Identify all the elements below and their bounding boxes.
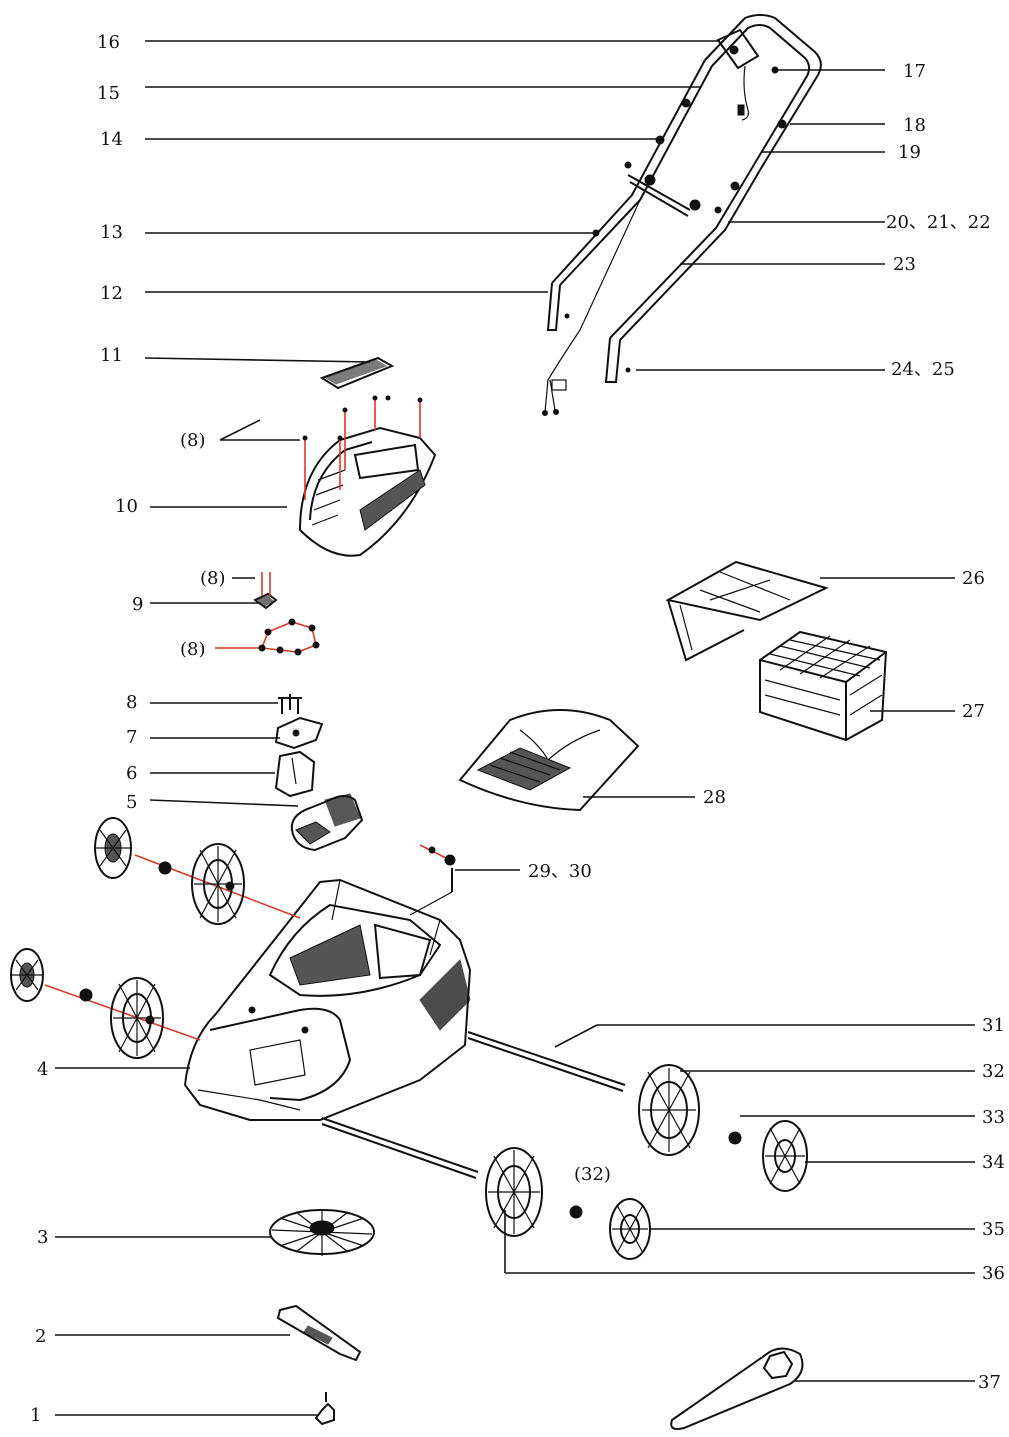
label-1: 1 [30, 1405, 41, 1426]
rear-flap [458, 709, 640, 812]
label-35: 35 [982, 1219, 1005, 1240]
cutting-parts [269, 1209, 804, 1430]
label-23: 23 [893, 254, 916, 275]
label-29-30: 29、30 [528, 861, 592, 882]
label-4: 4 [37, 1059, 48, 1080]
label-36: 36 [982, 1263, 1005, 1284]
label-26: 26 [962, 568, 985, 589]
leader-lines [55, 40, 975, 1416]
label-15: 15 [97, 83, 120, 104]
label-2: 2 [35, 1326, 46, 1347]
label-5: 5 [126, 792, 137, 813]
label-19: 19 [898, 142, 921, 163]
label-32: 32 [982, 1061, 1005, 1082]
label-9: 9 [132, 594, 143, 615]
label-28: 28 [703, 787, 726, 808]
axles-and-front-wheels [321, 1031, 808, 1260]
label-13: 13 [100, 222, 123, 243]
label-20-21-22: 20、21、22 [886, 212, 991, 233]
label-12: 12 [100, 283, 123, 304]
mower-deck [183, 844, 472, 1121]
label-18: 18 [903, 115, 926, 136]
label-8-ring: (8) [180, 639, 206, 660]
part-labels: 16 15 14 13 12 11 (8) 10 (8) 9 (8) 8 7 6… [30, 32, 1005, 1426]
label-17: 17 [903, 61, 926, 82]
label-16: 16 [97, 32, 120, 53]
label-6: 6 [126, 763, 137, 784]
label-24-25: 24、25 [891, 359, 955, 380]
motor-parts [253, 572, 364, 852]
label-3: 3 [37, 1227, 48, 1248]
label-8-cover: (8) [180, 430, 206, 451]
label-10: 10 [115, 496, 138, 517]
rear-wheels-left [10, 817, 301, 1059]
handle-assembly [542, 14, 822, 416]
label-37: 37 [978, 1372, 1001, 1393]
motor-cover [298, 356, 437, 557]
grass-bag [665, 560, 888, 742]
label-33: 33 [982, 1107, 1005, 1128]
label-31: 31 [982, 1015, 1005, 1036]
label-32-ref: (32) [574, 1164, 611, 1185]
label-11: 11 [100, 345, 123, 366]
label-7: 7 [126, 727, 137, 748]
label-14: 14 [100, 129, 123, 150]
label-8: 8 [126, 692, 137, 713]
label-27: 27 [962, 701, 985, 722]
label-8-switch: (8) [200, 568, 226, 589]
label-34: 34 [982, 1152, 1005, 1173]
